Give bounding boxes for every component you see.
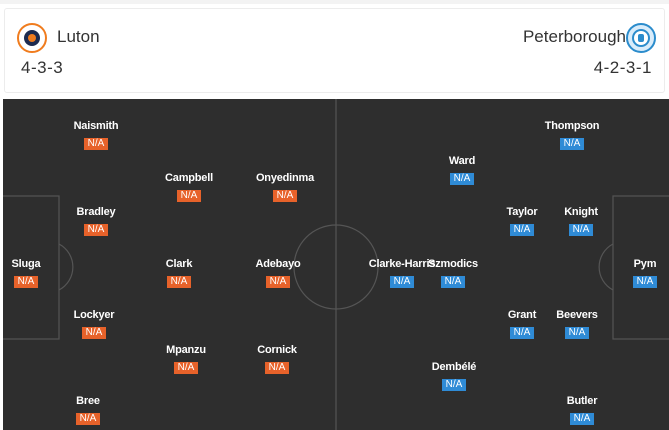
player-name: Szmodics	[428, 258, 478, 270]
player-away-knight[interactable]: Knight N/A	[536, 206, 626, 237]
player-away-beevers[interactable]: Beevers N/A	[532, 309, 622, 340]
player-home-onyedinma[interactable]: Onyedinma N/A	[240, 172, 330, 203]
player-name: Ward	[448, 155, 476, 167]
player-away-ward[interactable]: Ward N/A	[417, 155, 507, 186]
rating-badge: N/A	[266, 276, 290, 288]
match-header: Luton 4-3-3 Peterborough 4-2-3-1	[4, 8, 665, 93]
player-name: Sluga	[11, 258, 41, 270]
luton-crest-icon	[17, 23, 47, 53]
pitch: Naismith N/A Campbell N/A Onyedinma N/A …	[3, 99, 669, 430]
player-name: Grant	[507, 309, 537, 321]
player-home-clark[interactable]: Clark N/A	[134, 258, 224, 289]
player-away-grant[interactable]: Grant N/A	[477, 309, 567, 340]
rating-badge: N/A	[76, 413, 100, 425]
player-home-lockyer[interactable]: Lockyer N/A	[49, 309, 139, 340]
home-formation: 4-3-3	[21, 58, 64, 77]
rating-badge: N/A	[167, 276, 191, 288]
player-name: Clark	[165, 258, 193, 270]
player-name: Beevers	[556, 309, 598, 321]
rating-badge: N/A	[633, 276, 657, 288]
rating-badge: N/A	[510, 224, 534, 236]
player-away-dembele[interactable]: Dembélé N/A	[409, 361, 499, 392]
player-name: Knight	[564, 206, 598, 218]
player-name: Lockyer	[73, 309, 115, 321]
player-home-campbell[interactable]: Campbell N/A	[144, 172, 234, 203]
rating-badge: N/A	[560, 138, 584, 150]
player-home-bradley[interactable]: Bradley N/A	[51, 206, 141, 237]
peterborough-crest-icon	[626, 23, 656, 53]
player-name: Bree	[76, 395, 100, 407]
player-name: Cornick	[257, 344, 297, 356]
away-formation: 4-2-3-1	[593, 58, 652, 77]
player-away-butler[interactable]: Butler N/A	[537, 395, 627, 426]
rating-badge: N/A	[390, 276, 414, 288]
player-away-clarke-harris[interactable]: Clarke-Harris N/A	[357, 258, 447, 289]
home-team-name[interactable]: Luton	[57, 27, 100, 46]
player-away-szmodics[interactable]: Szmodics N/A	[408, 258, 498, 289]
rating-badge: N/A	[14, 276, 38, 288]
player-name: Adebayo	[255, 258, 301, 270]
rating-badge: N/A	[441, 276, 465, 288]
rating-badge: N/A	[174, 362, 198, 374]
player-home-sluga[interactable]: Sluga N/A	[3, 258, 71, 289]
player-name: Butler	[566, 395, 598, 407]
player-name: Taylor	[506, 206, 538, 218]
player-home-bree[interactable]: Bree N/A	[43, 395, 133, 426]
player-name: Campbell	[165, 172, 213, 184]
rating-badge: N/A	[82, 327, 106, 339]
rating-badge: N/A	[265, 362, 289, 374]
player-name: Mpanzu	[166, 344, 206, 356]
top-strip	[0, 0, 669, 4]
player-name: Onyedinma	[255, 172, 315, 184]
rating-badge: N/A	[450, 173, 474, 185]
player-away-pym[interactable]: Pym N/A	[600, 258, 669, 289]
player-name: Naismith	[73, 120, 119, 132]
rating-badge: N/A	[442, 379, 466, 391]
player-home-adebayo[interactable]: Adebayo N/A	[233, 258, 323, 289]
rating-badge: N/A	[84, 138, 108, 150]
rating-badge: N/A	[565, 327, 589, 339]
rating-badge: N/A	[84, 224, 108, 236]
player-away-taylor[interactable]: Taylor N/A	[477, 206, 567, 237]
player-home-cornick[interactable]: Cornick N/A	[232, 344, 322, 375]
player-name: Clarke-Harris	[368, 258, 436, 270]
player-away-thompson[interactable]: Thompson N/A	[527, 120, 617, 151]
pitch-markings	[3, 99, 669, 430]
player-home-mpanzu[interactable]: Mpanzu N/A	[141, 344, 231, 375]
away-team-name[interactable]: Peterborough	[522, 27, 626, 46]
rating-badge: N/A	[510, 327, 534, 339]
player-name: Pym	[633, 258, 657, 270]
player-name: Dembélé	[431, 361, 477, 373]
rating-badge: N/A	[273, 190, 297, 202]
player-name: Thompson	[544, 120, 600, 132]
rating-badge: N/A	[570, 413, 594, 425]
player-home-naismith[interactable]: Naismith N/A	[51, 120, 141, 151]
rating-badge: N/A	[177, 190, 201, 202]
rating-badge: N/A	[569, 224, 593, 236]
player-name: Bradley	[76, 206, 116, 218]
